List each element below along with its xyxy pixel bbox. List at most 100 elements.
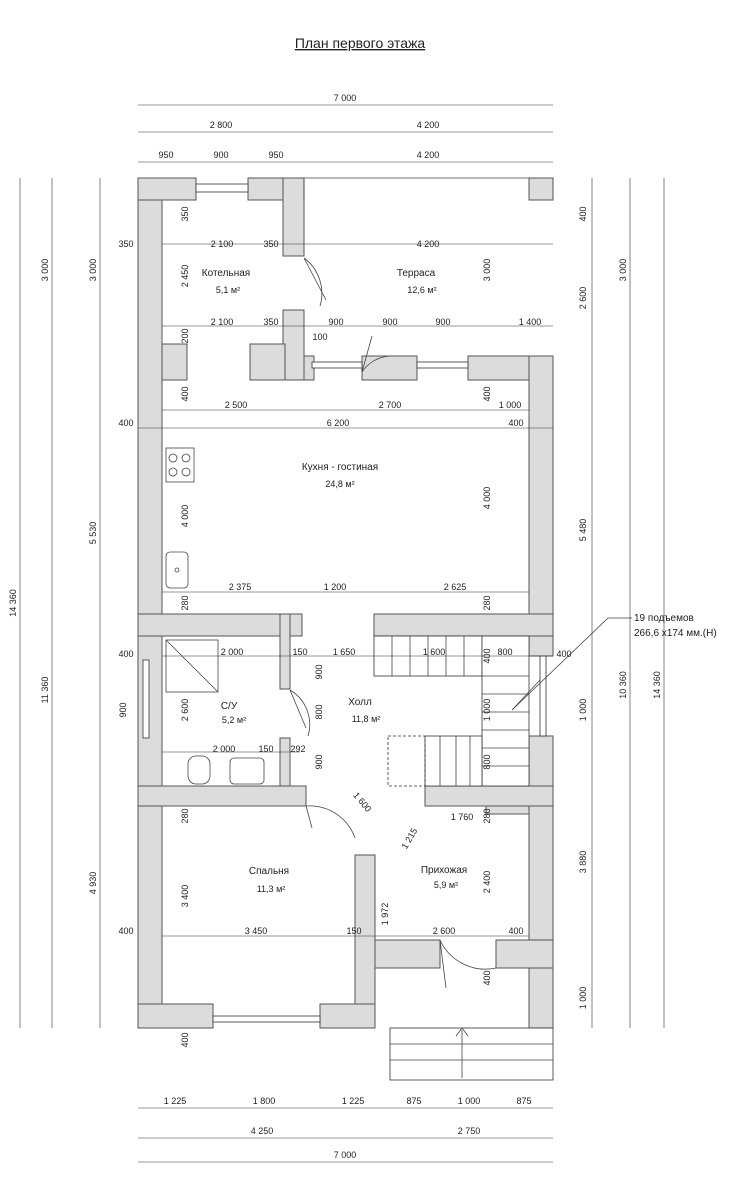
dim-bottom-row2: 2 750: [458, 1126, 481, 1136]
dim-interior: 2 450: [180, 265, 190, 288]
dim-interior: 150: [292, 647, 307, 657]
dim-left-mid: 11 360: [40, 677, 50, 704]
room-labels: Котельная 5,1 м² Терраса 12,6 м² Кухня -…: [202, 268, 467, 894]
dim-interior: 2 600: [180, 699, 190, 722]
dim-interior: 350: [263, 317, 278, 327]
dim-interior: 1 000: [499, 400, 522, 410]
dim-right-inner: 1 000: [578, 987, 588, 1010]
dim-interior: 2 625: [444, 582, 467, 592]
dim-interior: 280: [482, 808, 492, 823]
windows: [142, 183, 547, 1023]
dim-interior: 2 400: [482, 871, 492, 894]
dim-right-inner: 3 880: [578, 851, 588, 874]
porch-steps: [389, 1027, 554, 1081]
dim-interior: 900: [382, 317, 397, 327]
dim-top-row3: 4 200: [417, 150, 440, 160]
dim-interior: 2 500: [225, 400, 248, 410]
dim-interior: 1 600: [423, 647, 446, 657]
dim-interior: 3 000: [482, 259, 492, 282]
dim-interior: 2 000: [213, 744, 236, 754]
dim-interior: 280: [482, 595, 492, 610]
dim-interior: 4 200: [417, 239, 440, 249]
room-label-bedroom: Спальня: [249, 866, 289, 877]
dim-interior: 4 000: [180, 505, 190, 528]
room-area-kitchen: 24,8 м²: [325, 479, 354, 489]
room-label-kitchen: Кухня - гостиная: [302, 462, 378, 473]
dim-top-row3: 950: [268, 150, 283, 160]
dim-left-mark: 400: [118, 649, 133, 659]
dim-right-inner: 400: [578, 206, 588, 221]
dim-interior: 6 200: [327, 418, 350, 428]
dim-interior: 1 760: [451, 812, 474, 822]
dim-bottom-row2: 4 250: [251, 1126, 274, 1136]
room-area-bathroom: 5,2 м²: [222, 715, 246, 725]
dim-interior: 400: [180, 1032, 190, 1047]
dim-bottom-row1: 1 225: [164, 1096, 187, 1106]
room-label-hall: Холл: [348, 697, 372, 708]
dim-interior: 2 600: [433, 926, 456, 936]
dim-top-row2: 2 800: [210, 120, 233, 130]
dim-right-inner: 5 480: [578, 519, 588, 542]
room-area-terrace: 12,6 м²: [407, 285, 436, 295]
dim-bottom-row1: 875: [516, 1096, 531, 1106]
dim-interior: 400: [482, 386, 492, 401]
dim-right-mark: 400: [556, 649, 571, 659]
room-label-entry: Прихожая: [421, 865, 467, 876]
dim-left-inner: 5 530: [88, 522, 98, 545]
dim-right-outer: 14 360: [652, 671, 662, 699]
fixtures: [165, 447, 265, 785]
dim-interior: 1 200: [324, 582, 347, 592]
dim-interior: 400: [180, 386, 190, 401]
dim-interior: 2 100: [211, 239, 234, 249]
dim-interior: 2 100: [211, 317, 234, 327]
dim-interior: 280: [180, 808, 190, 823]
dim-interior: 800: [482, 754, 492, 769]
dim-interior: 1 650: [333, 647, 356, 657]
dim-interior: 900: [314, 664, 324, 679]
room-area-bedroom: 11,3 м²: [257, 884, 286, 894]
room-area-hall: 11,8 м²: [352, 714, 381, 724]
dim-interior: 1 000: [482, 699, 492, 722]
dim-interior: 100: [312, 332, 327, 342]
dim-interior: 2 375: [229, 582, 252, 592]
doors: [289, 257, 497, 989]
dim-interior: 1 972: [380, 903, 390, 926]
dimension-lines: [19, 104, 665, 1163]
dim-interior: 1 600: [351, 790, 373, 814]
dim-interior: 280: [180, 595, 190, 610]
dim-interior: 800: [314, 704, 324, 719]
dim-right-mid: 3 000: [618, 259, 628, 282]
dim-interior: 2 000: [221, 647, 244, 657]
dim-left-mid: 3 000: [40, 259, 50, 282]
dimension-texts: 7 000 2 800 4 200 950 900 950 4 200 1 22…: [8, 93, 662, 1160]
dim-left-outer: 14 360: [8, 589, 18, 617]
room-label-boiler: Котельная: [202, 268, 250, 279]
plan-title: План первого этажа: [295, 35, 426, 51]
dim-bottom-total: 7 000: [334, 1150, 357, 1160]
dim-right-inner: 2 600: [578, 287, 588, 310]
dim-interior: 900: [314, 754, 324, 769]
dim-left-inner: 3 000: [88, 259, 98, 282]
dim-interior: 350: [180, 206, 190, 221]
dim-top-row3: 900: [213, 150, 228, 160]
staircase: [373, 635, 541, 787]
dim-right-mark: 400: [578, 990, 588, 1005]
dim-interior: 350: [263, 239, 278, 249]
dim-right-inner: 1 000: [578, 699, 588, 722]
room-area-entry: 5,9 м²: [434, 880, 458, 890]
dim-interior: 4 000: [482, 487, 492, 510]
dim-right-mid: 10 360: [618, 671, 628, 699]
dim-left-inner: 4 930: [88, 872, 98, 895]
dim-bottom-row1: 1 000: [458, 1096, 481, 1106]
dim-bottom-row1: 1 800: [253, 1096, 276, 1106]
stair-note-leader: [511, 617, 632, 711]
dim-interior: 400: [508, 418, 523, 428]
dim-left-mark: 400: [118, 418, 133, 428]
room-label-bathroom: С/У: [221, 701, 238, 712]
dim-interior: 3 400: [180, 885, 190, 908]
dim-bottom-row1: 875: [406, 1096, 421, 1106]
dim-interior: 800: [497, 647, 512, 657]
dim-interior: 900: [328, 317, 343, 327]
